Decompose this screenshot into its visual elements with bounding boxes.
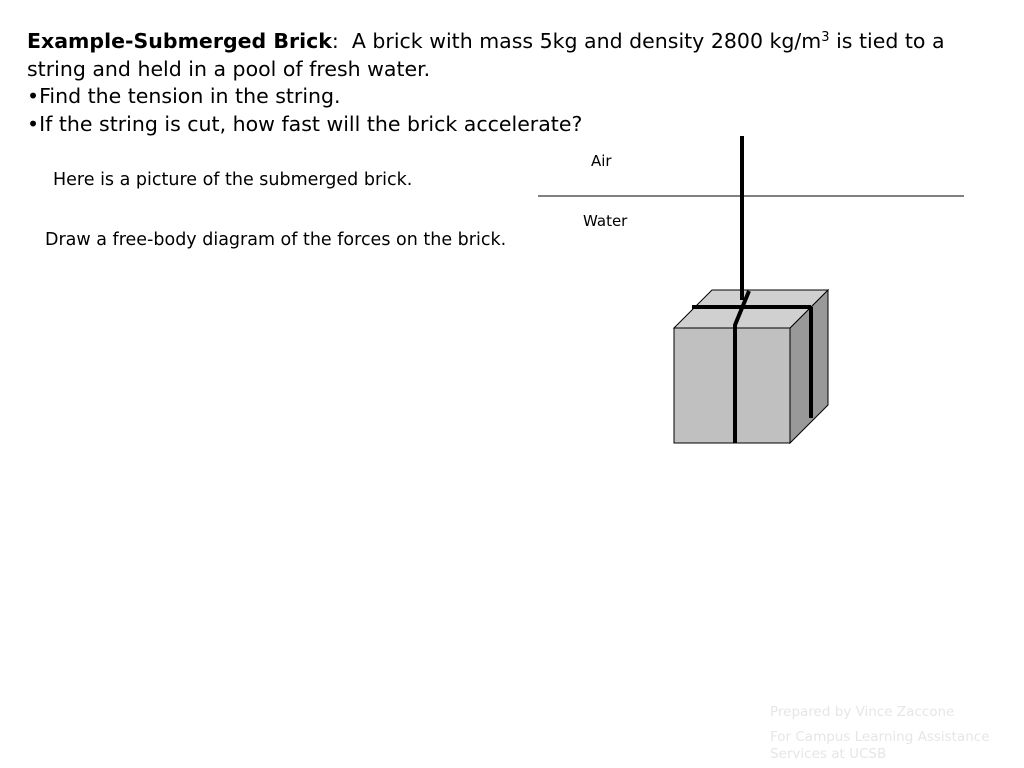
air-label: Air bbox=[591, 152, 612, 170]
problem-statement-text: A brick with mass 5kg and density 2800 k… bbox=[351, 29, 822, 53]
brick-front-face bbox=[673, 327, 791, 444]
problem-label: Example-Submerged Brick bbox=[27, 29, 332, 53]
string-around-brick-front bbox=[733, 290, 751, 443]
question-tension: •Find the tension in the string. bbox=[27, 84, 341, 108]
density-exponent: 3 bbox=[821, 30, 830, 45]
water-label: Water bbox=[583, 212, 628, 230]
credit-author: Prepared by Vince Zaccone bbox=[770, 704, 955, 720]
problem-label-suffix: : bbox=[331, 29, 339, 53]
problem-statement: Example-Submerged Brick: A brick with ma… bbox=[27, 28, 997, 138]
fbd-instruction: Draw a free-body diagram of the forces o… bbox=[45, 230, 507, 250]
credit-affiliation: For Campus Learning Assistance Services … bbox=[770, 729, 990, 762]
problem-statement-text-cont: is tied to a string and held in a pool o… bbox=[27, 29, 945, 81]
string bbox=[692, 136, 813, 443]
question-acceleration: •If the string is cut, how fast will the… bbox=[27, 111, 583, 136]
picture-caption: Here is a picture of the submerged brick… bbox=[53, 170, 413, 190]
